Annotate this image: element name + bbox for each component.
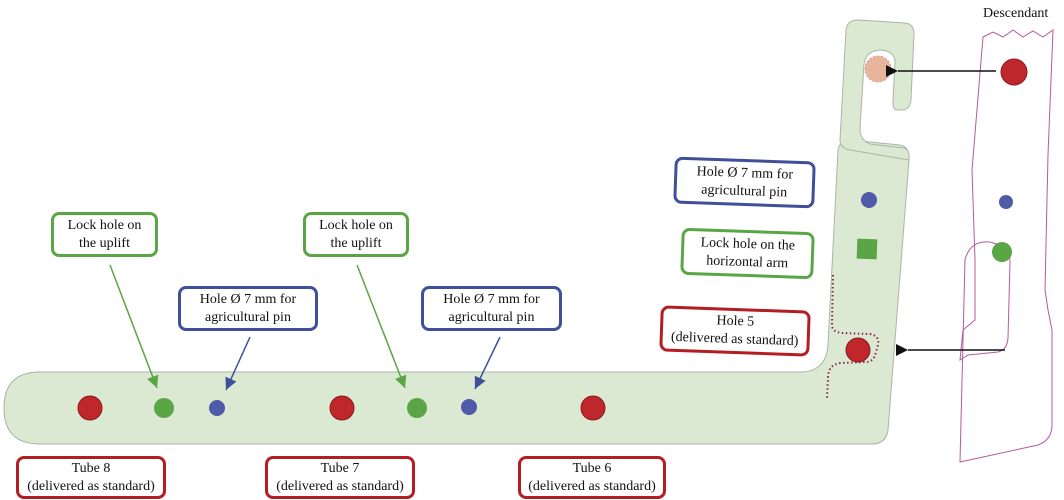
tube7-hole	[329, 395, 355, 421]
label-line: (delivered as standard)	[528, 478, 656, 494]
label-line: agricultural pin	[700, 181, 788, 200]
label-lock-hole-horizontal: Lock hole on the horizontal arm	[680, 227, 815, 280]
label-pin-hole-2: Hole Ø 7 mm for agricultural pin	[421, 286, 562, 331]
label-line: the uplift	[330, 235, 382, 251]
pin-hole-3	[861, 192, 877, 208]
label-line: horizontal arm	[705, 253, 789, 271]
label-lock-hole-uplift-2: Lock hole on the uplift	[303, 212, 409, 257]
lock-hole-horizontal-square	[856, 238, 878, 260]
label-line: Lock hole on	[67, 217, 142, 233]
label-tube7: Tube 7 (delivered as standard)	[265, 456, 415, 499]
label-line: Tube 7	[320, 460, 360, 476]
label-hole5: Hole 5 (delivered as standard)	[659, 305, 811, 357]
descendant-red-hole	[1000, 58, 1028, 86]
label-line: Tube 6	[572, 460, 612, 476]
label-line: (delivered as standard)	[276, 478, 404, 494]
descendant-pin-hole	[999, 195, 1013, 209]
label-line: (delivered as standard)	[27, 478, 155, 494]
label-line: Hole Ø 7 mm for	[199, 291, 297, 307]
label-line: agricultural pin	[205, 309, 291, 325]
label-line: (delivered as standard)	[670, 329, 799, 350]
bracket-hook	[839, 19, 915, 161]
label-pin-hole-1: Hole Ø 7 mm for agricultural pin	[178, 286, 318, 331]
label-line: agricultural pin	[448, 309, 535, 325]
arrow-pin-1	[225, 336, 251, 391]
label-line: Tube 8	[71, 460, 111, 476]
arrow-lock-uplift-1	[109, 264, 159, 389]
pin-hole-1	[209, 400, 225, 416]
label-lock-hole-uplift-1: Lock hole on the uplift	[51, 212, 158, 257]
arrow-pin-2	[474, 336, 501, 390]
arrow-lock-uplift-2	[356, 264, 407, 389]
descendant-title: Descendant	[983, 6, 1049, 21]
pin-hole-2	[461, 399, 477, 415]
tube8-hole	[77, 395, 103, 421]
label-line: the uplift	[79, 235, 130, 251]
hook-ghost-hole	[864, 55, 892, 83]
label-pin-hole-3: Hole Ø 7 mm for agricultural pin	[673, 156, 816, 209]
label-line: Lock hole on	[319, 217, 393, 233]
lock-hole-uplift-1	[154, 398, 174, 418]
label-tube8: Tube 8 (delivered as standard)	[16, 456, 166, 499]
label-tube6: Tube 6 (delivered as standard)	[518, 456, 666, 499]
hole5	[845, 337, 871, 363]
descendant-lock-hole	[992, 242, 1012, 262]
tube6-hole	[580, 395, 606, 421]
label-line: Hole Ø 7 mm for	[443, 291, 540, 307]
lock-hole-uplift-2	[407, 398, 427, 418]
